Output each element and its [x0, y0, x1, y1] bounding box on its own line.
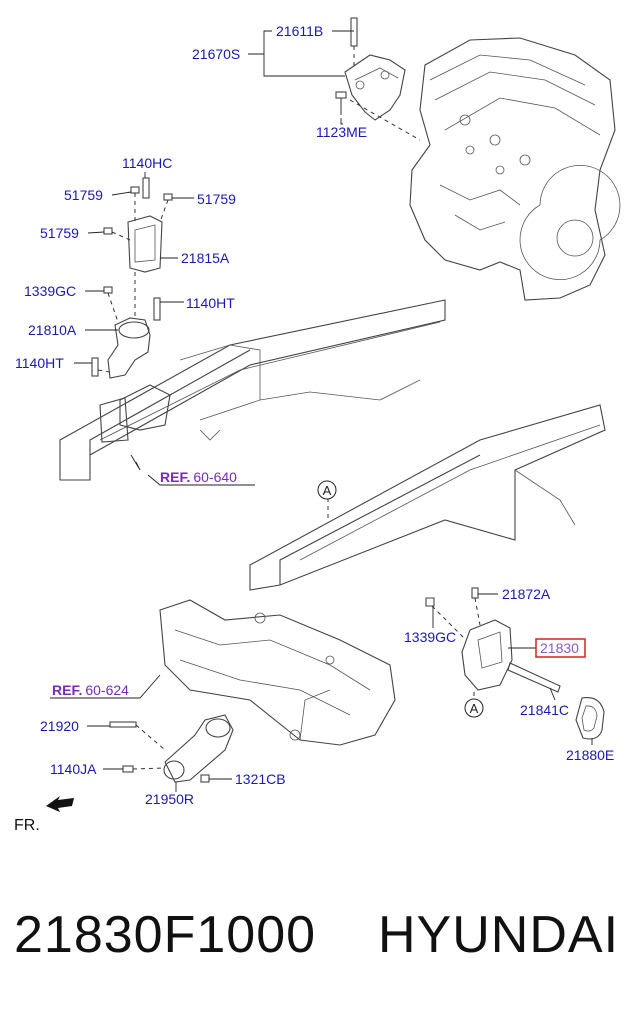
label-1140HC[interactable]: 1140HC — [122, 155, 172, 171]
engine-block-drawing — [409, 37, 621, 301]
circle-a-marker-upper: A — [317, 480, 337, 500]
leader-lines — [50, 30, 593, 792]
footer-caption: 21830F1000 HYUNDAI — [0, 905, 643, 975]
label-21670S[interactable]: 21670S — [192, 46, 240, 62]
label-21830[interactable]: 21830 — [540, 640, 579, 656]
label-1321CB[interactable]: 1321CB — [235, 771, 286, 787]
highlight-box-21830 — [535, 638, 586, 658]
label-1339GC-lower[interactable]: 1339GC — [404, 629, 456, 645]
label-51759-right[interactable]: 51759 — [197, 191, 236, 207]
ref-60-624[interactable]: REF.60-624 — [52, 682, 129, 698]
circle-a-marker-lower: A — [464, 698, 484, 718]
part-number-text: 21830F1000 — [14, 906, 317, 964]
brand-text: HYUNDAI — [378, 906, 620, 964]
label-21810A[interactable]: 21810A — [28, 322, 77, 338]
label-1140JA[interactable]: 1140JA — [50, 761, 97, 777]
label-21950R[interactable]: 21950R — [145, 791, 194, 807]
label-21841C[interactable]: 21841C — [520, 702, 569, 718]
subframe-drawing — [159, 599, 396, 746]
frame-rail-upper-drawing — [59, 299, 446, 481]
front-direction-arrow — [46, 796, 74, 812]
label-21872A[interactable]: 21872A — [502, 586, 551, 602]
roll-rod-21950R-drawing — [109, 714, 234, 783]
ref-60-640[interactable]: REF.60-640 — [160, 469, 237, 485]
label-21880E[interactable]: 21880E — [566, 747, 614, 763]
bracket-21670S-drawing — [335, 17, 421, 141]
frame-rail-lower-drawing — [249, 404, 606, 591]
label-21920[interactable]: 21920 — [40, 718, 79, 734]
label-1140HT-left[interactable]: 1140HT — [15, 355, 64, 371]
mount-21815A-drawing — [103, 177, 173, 273]
label-front: FR. — [14, 817, 40, 834]
label-1123ME[interactable]: 1123ME — [316, 124, 367, 140]
label-1339GC-upper[interactable]: 1339GC — [24, 283, 76, 299]
label-1140HT-right[interactable]: 1140HT — [186, 295, 235, 311]
label-21611B[interactable]: 21611B — [276, 23, 323, 39]
mount-21810A-drawing — [91, 272, 161, 379]
label-51759-lower[interactable]: 51759 — [40, 225, 79, 241]
mount-21830-drawing — [425, 587, 605, 740]
svg-text:A: A — [323, 483, 332, 498]
label-51759-left[interactable]: 51759 — [64, 187, 103, 203]
svg-text:A: A — [470, 701, 479, 716]
label-21815A[interactable]: 21815A — [181, 250, 230, 266]
